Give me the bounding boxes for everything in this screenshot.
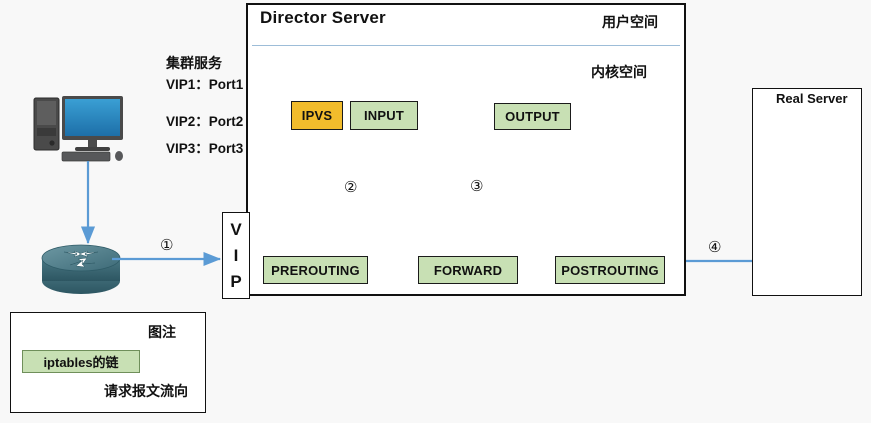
legend-chain-swatch: iptables的链 bbox=[22, 350, 140, 373]
cluster-service-entry-2: VIP2：Port2 bbox=[166, 114, 244, 129]
forward-chain-box: FORWARD bbox=[418, 256, 518, 284]
vip-interface-box: V I P bbox=[222, 212, 250, 299]
output-chain-box: OUTPUT bbox=[494, 103, 571, 130]
step-marker-4: ④ bbox=[708, 238, 722, 256]
vip-letter-i: I bbox=[233, 245, 239, 265]
cluster-service-entry-3: VIP3：Port3 bbox=[166, 141, 244, 156]
vip-letter-p: P bbox=[230, 272, 242, 292]
ipvs-box: IPVS bbox=[291, 101, 343, 130]
legend-flow-label: 请求报文流向 bbox=[104, 383, 188, 399]
director-server-frame bbox=[246, 3, 686, 296]
real-server-frame bbox=[752, 88, 862, 296]
legend-title: 图注 bbox=[148, 324, 176, 340]
router-icon bbox=[41, 244, 121, 294]
step-marker-3: ③ bbox=[470, 177, 484, 195]
user-kernel-divider bbox=[252, 45, 680, 46]
real-server-title: Real Server bbox=[776, 91, 848, 106]
cluster-service-entry-1: VIP1：Port1 bbox=[166, 77, 244, 92]
vip-letter-v: V bbox=[230, 219, 242, 239]
director-server-title: Director Server bbox=[260, 8, 386, 27]
cluster-service-title: 集群服务 bbox=[166, 55, 222, 71]
kernel-space-label: 内核空间 bbox=[591, 64, 647, 80]
input-chain-box: INPUT bbox=[350, 101, 418, 130]
postrouting-chain-box: POSTROUTING bbox=[555, 256, 665, 284]
step-marker-1: ① bbox=[160, 236, 174, 254]
prerouting-chain-box: PREROUTING bbox=[263, 256, 368, 284]
user-space-label: 用户空间 bbox=[602, 14, 658, 30]
step-marker-2: ② bbox=[344, 178, 358, 196]
desktop-computer-icon bbox=[33, 96, 123, 162]
